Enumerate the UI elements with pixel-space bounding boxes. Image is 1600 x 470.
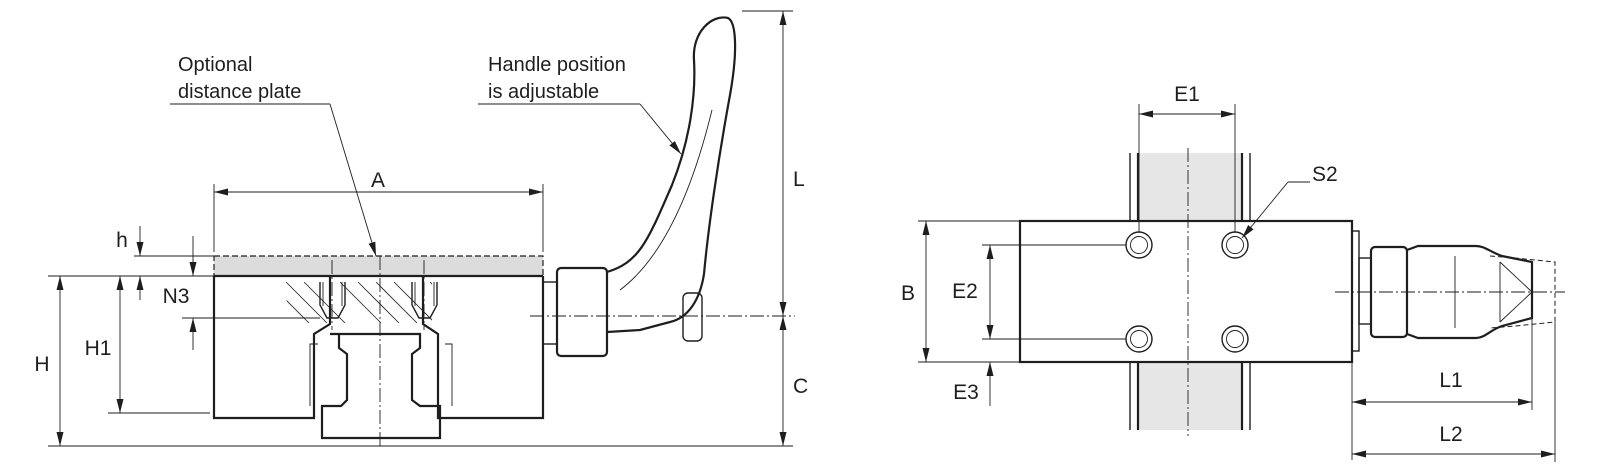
dim-A: A <box>371 169 385 192</box>
dim-B: B <box>901 282 915 305</box>
dim-C: C <box>793 375 808 398</box>
dim-S2: S2 <box>1312 163 1338 186</box>
callout-distance-plate-line1: Optional <box>178 54 253 76</box>
rail-top <box>1138 153 1242 221</box>
handle-boss <box>542 281 558 345</box>
section-hatching <box>278 282 432 323</box>
rail-bottom <box>1138 362 1242 430</box>
screw-holes-top <box>1125 231 1249 353</box>
callout-handle-line2: is adjustable <box>488 81 599 103</box>
callout-distance-plate-line2: distance plate <box>178 81 301 103</box>
dim-H1: H1 <box>85 337 112 360</box>
dim-L2: L2 <box>1439 423 1462 446</box>
lever-handle <box>606 16 737 334</box>
callout-handle: Handle position is adjustable <box>478 54 682 155</box>
dim-E3: E3 <box>953 381 979 404</box>
front-dimensions: A h N3 H H1 L C <box>34 10 808 447</box>
distance-plate <box>213 255 544 277</box>
callout-handle-line1: Handle position <box>488 54 626 76</box>
front-view <box>212 16 795 448</box>
screw-hole-right <box>411 282 438 319</box>
callout-distance-plate: Optional distance plate <box>170 54 377 257</box>
dim-E2: E2 <box>952 280 978 303</box>
clamp-body-top <box>1018 219 1354 364</box>
clamp-body-left <box>212 276 332 420</box>
dim-N3: N3 <box>163 285 190 308</box>
screw-hole-left <box>319 282 346 319</box>
lever-handle-top <box>1406 244 1534 340</box>
dim-L1: L1 <box>1439 369 1462 392</box>
top-view <box>1018 148 1565 436</box>
dim-E1: E1 <box>1174 83 1200 106</box>
guide-rail-profile <box>320 332 442 440</box>
dim-H: H <box>34 353 49 376</box>
dim-h: h <box>116 229 128 252</box>
clamp-body-right <box>421 276 545 420</box>
dim-L: L <box>793 168 805 191</box>
top-dimensions: E1 S2 B E2 E3 L1 L2 <box>901 83 1556 462</box>
